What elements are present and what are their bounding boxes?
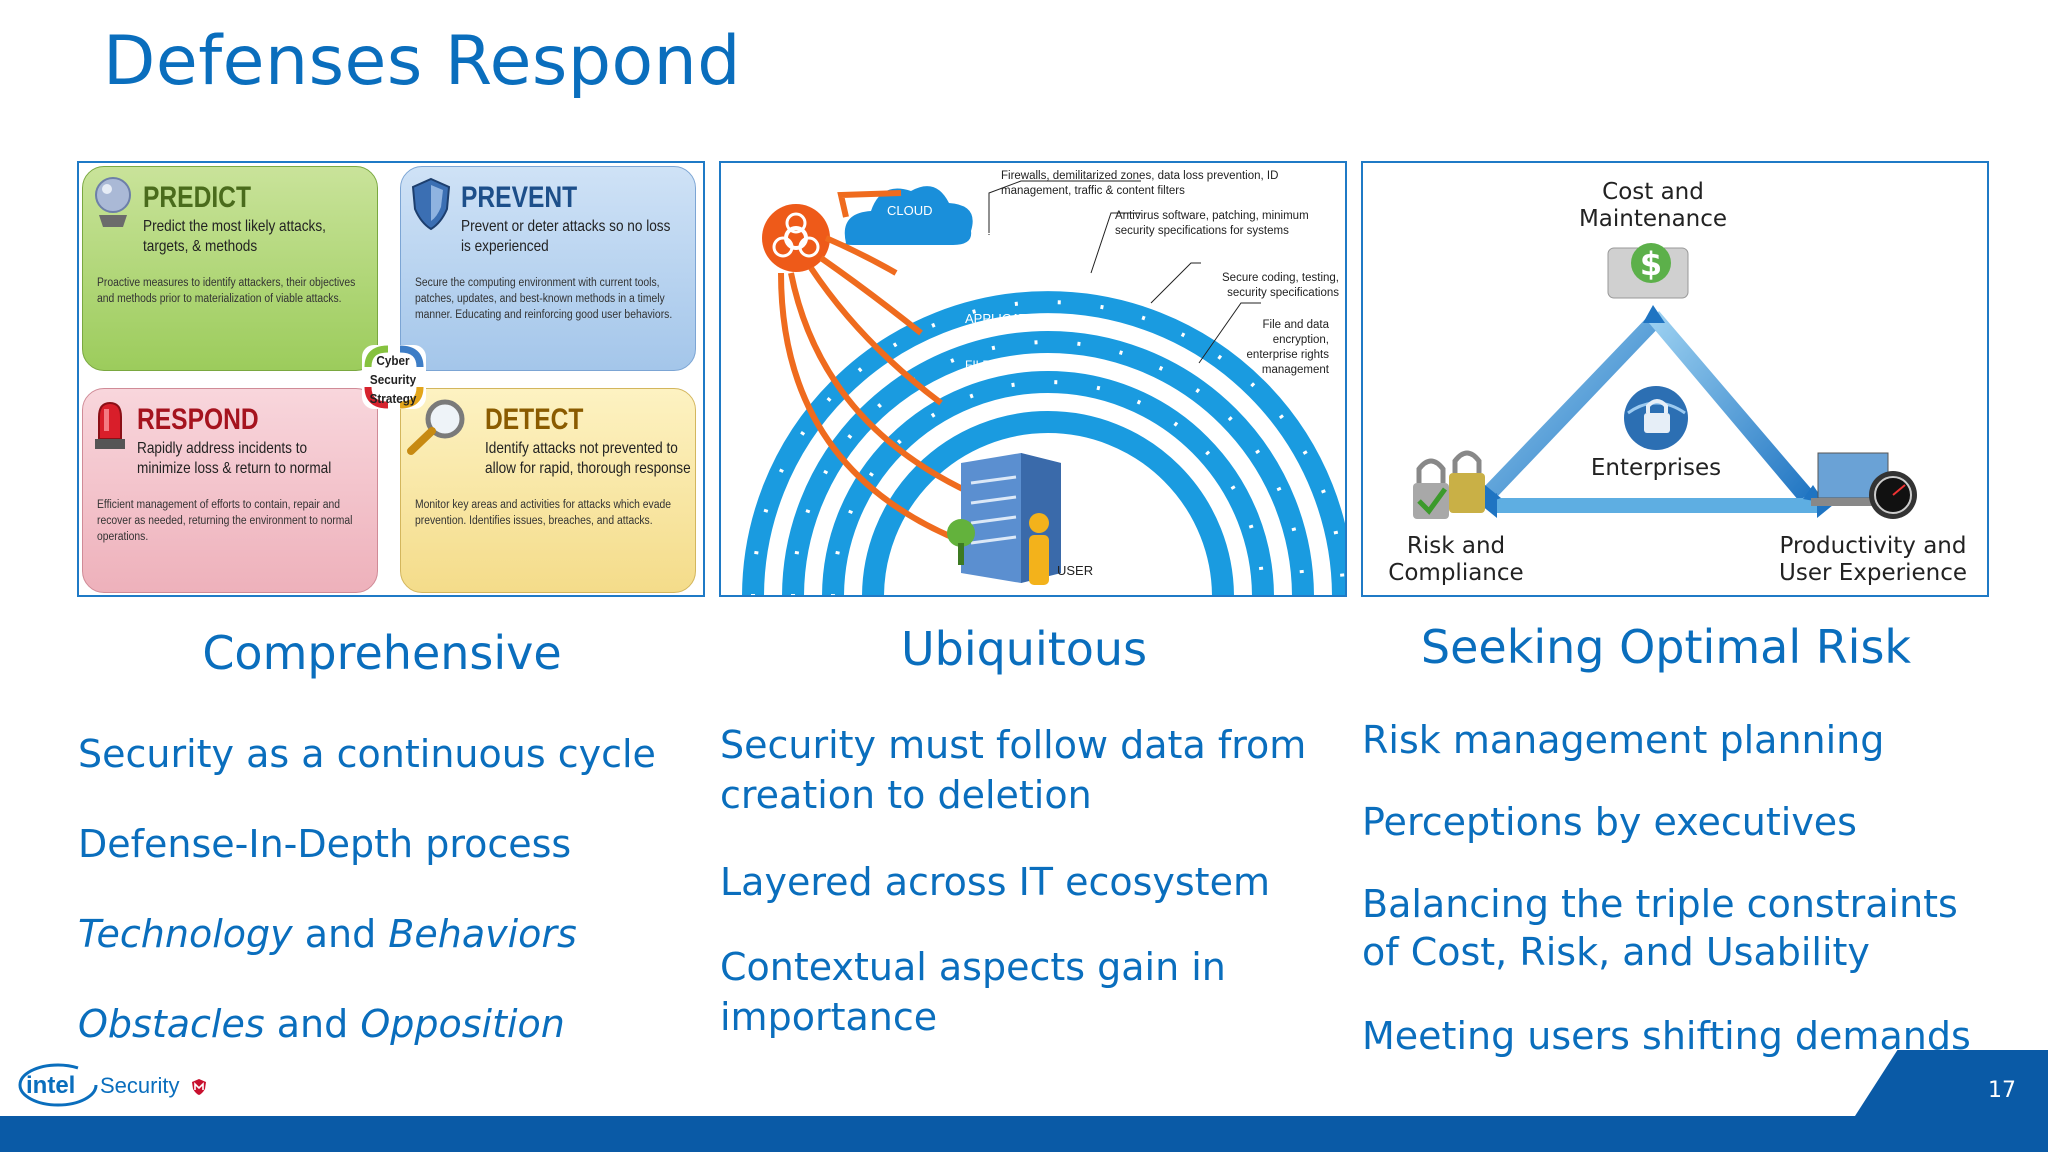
predict-description: Proactive measures to identify attackers…	[97, 277, 356, 305]
predict-title: PREDICT	[143, 181, 251, 214]
platform-note: Antivirus software, patching, minimum se…	[1115, 210, 1309, 237]
intel-logo: intel	[18, 1063, 98, 1107]
respond-quadrant: RESPOND Rapidly address incidents to min…	[82, 388, 378, 593]
padlocks-icon	[1413, 450, 1485, 519]
page-number: 17	[1988, 1078, 2016, 1103]
col3-bullet-1: Risk management planning	[1362, 718, 1885, 762]
detect-description: Monitor key areas and activities for att…	[415, 499, 672, 527]
svg-text:$: $	[1640, 245, 1662, 283]
globe-lock-icon	[1624, 386, 1688, 450]
ubiquitous-heading: Ubiquitous	[900, 622, 1148, 676]
application-note: Secure coding, testing, security specifi…	[1222, 272, 1339, 299]
risk-compliance-label: Risk and Compliance	[1388, 533, 1524, 586]
col3-bullet-3: Balancing the triple constraints of Cost…	[1362, 882, 1958, 974]
technology-word: Technology	[78, 912, 293, 956]
optimal-risk-heading: Seeking Optimal Risk	[1420, 620, 1912, 674]
network-arc	[742, 291, 1345, 595]
col1-bullet-4: Obstacles and Opposition	[78, 999, 565, 1049]
col1-bullet-3: Technology and Behaviors	[78, 909, 577, 959]
security-wordmark: Security	[100, 1073, 208, 1099]
col1-bullet-2: Defense-In-Depth process	[78, 822, 572, 866]
prevent-subtitle: Prevent or deter attacks so no loss is e…	[461, 218, 671, 255]
slide-title: Defenses Respond	[103, 22, 741, 101]
application-arc	[822, 371, 1274, 595]
platform-arc	[782, 331, 1314, 595]
prevent-description: Secure the computing environment with cu…	[415, 277, 673, 321]
defense-layers-panel: CLOUD NETWORK PLATFORM APPLICATION FILE …	[719, 161, 1347, 597]
cyber-strategy-label: Cyber Security Strategy	[366, 351, 420, 408]
risk-triangle-diagram: $	[1413, 243, 1917, 519]
detect-quadrant: DETECT Identify attacks not prevented to…	[400, 388, 696, 593]
comprehensive-heading: Comprehensive	[202, 626, 562, 680]
dollar-puzzle-icon: $	[1607, 243, 1689, 299]
cycle-arrows-icon	[362, 345, 426, 409]
cyber-line3: Strategy	[369, 391, 417, 406]
predict-quadrant: PREDICT Predict the most likely attacks,…	[82, 166, 378, 371]
behaviors-word: Behaviors	[388, 912, 577, 956]
mcafee-shield-icon	[191, 1079, 206, 1096]
platform-label: PLATFORM	[971, 273, 1041, 288]
detect-title: DETECT	[485, 403, 584, 436]
application-label: APPLICATION	[965, 311, 1051, 326]
and-word: and	[264, 1002, 361, 1046]
cloud-label: CLOUD	[887, 203, 933, 218]
file-data-arc	[862, 411, 1234, 595]
col2-bullet-1: Security must follow data from creation …	[720, 723, 1307, 817]
magnifier-icon	[407, 399, 465, 455]
opposition-word: Opposition	[360, 1002, 565, 1046]
intel-wordmark: intel	[26, 1072, 75, 1099]
user-label: USER	[1057, 563, 1094, 578]
shield-icon	[411, 177, 451, 231]
cost-maintenance-label: Cost and Maintenance	[1578, 179, 1728, 232]
prevent-quadrant: PREVENT Prevent or deter attacks so no l…	[400, 166, 696, 371]
cyber-line1: Cyber	[376, 353, 410, 368]
prevent-title: PREVENT	[461, 181, 578, 214]
file-data-label: FILE AND DATA	[965, 358, 1052, 372]
respond-description: Efficient management of efforts to conta…	[97, 499, 353, 543]
cyber-strategy-panel: PREDICT Predict the most likely attacks,…	[77, 161, 705, 597]
laptop-speedometer-icon	[1811, 452, 1917, 519]
security-text: Security	[100, 1073, 180, 1098]
cyber-line2: Security	[369, 372, 417, 387]
footer-band	[0, 1116, 2048, 1152]
col3-bullet-4: Meeting users shifting demands	[1362, 1014, 1971, 1058]
col1-bullet-1: Security as a continuous cycle	[78, 732, 656, 776]
predict-subtitle: Predict the most likely attacks, targets…	[143, 218, 326, 255]
network-label: NETWORK	[973, 230, 1040, 245]
file-data-note: File and data encryption, enterprise rig…	[1246, 319, 1329, 376]
respond-title: RESPOND	[137, 403, 259, 436]
respond-subtitle: Rapidly address incidents to minimize lo…	[137, 440, 332, 477]
crystal-ball-icon	[95, 177, 131, 227]
cloud-shape	[844, 186, 973, 245]
col3-bullet-2: Perceptions by executives	[1362, 800, 1857, 844]
and-word: and	[292, 912, 389, 956]
enterprises-label: Enterprises	[1590, 455, 1722, 481]
col2-bullet-3: Contextual aspects gain in importance	[720, 945, 1226, 1039]
alarm-light-icon	[95, 401, 125, 449]
obstacles-word: Obstacles	[78, 1002, 265, 1046]
network-note: Firewalls, demilitarized zones, data los…	[1001, 170, 1279, 197]
risk-triangle-panel: $ Cost and Maintenance Enterprises Risk …	[1361, 161, 1989, 597]
detect-subtitle: Identify attacks not prevented to allow …	[485, 440, 691, 477]
user-figure-icon	[1029, 513, 1049, 585]
tree-icon	[947, 519, 975, 565]
productivity-ux-label: Productivity and User Experience	[1779, 533, 1967, 586]
col2-bullet-2: Layered across IT ecosystem	[720, 860, 1270, 904]
defense-layers-diagram	[742, 180, 1345, 595]
